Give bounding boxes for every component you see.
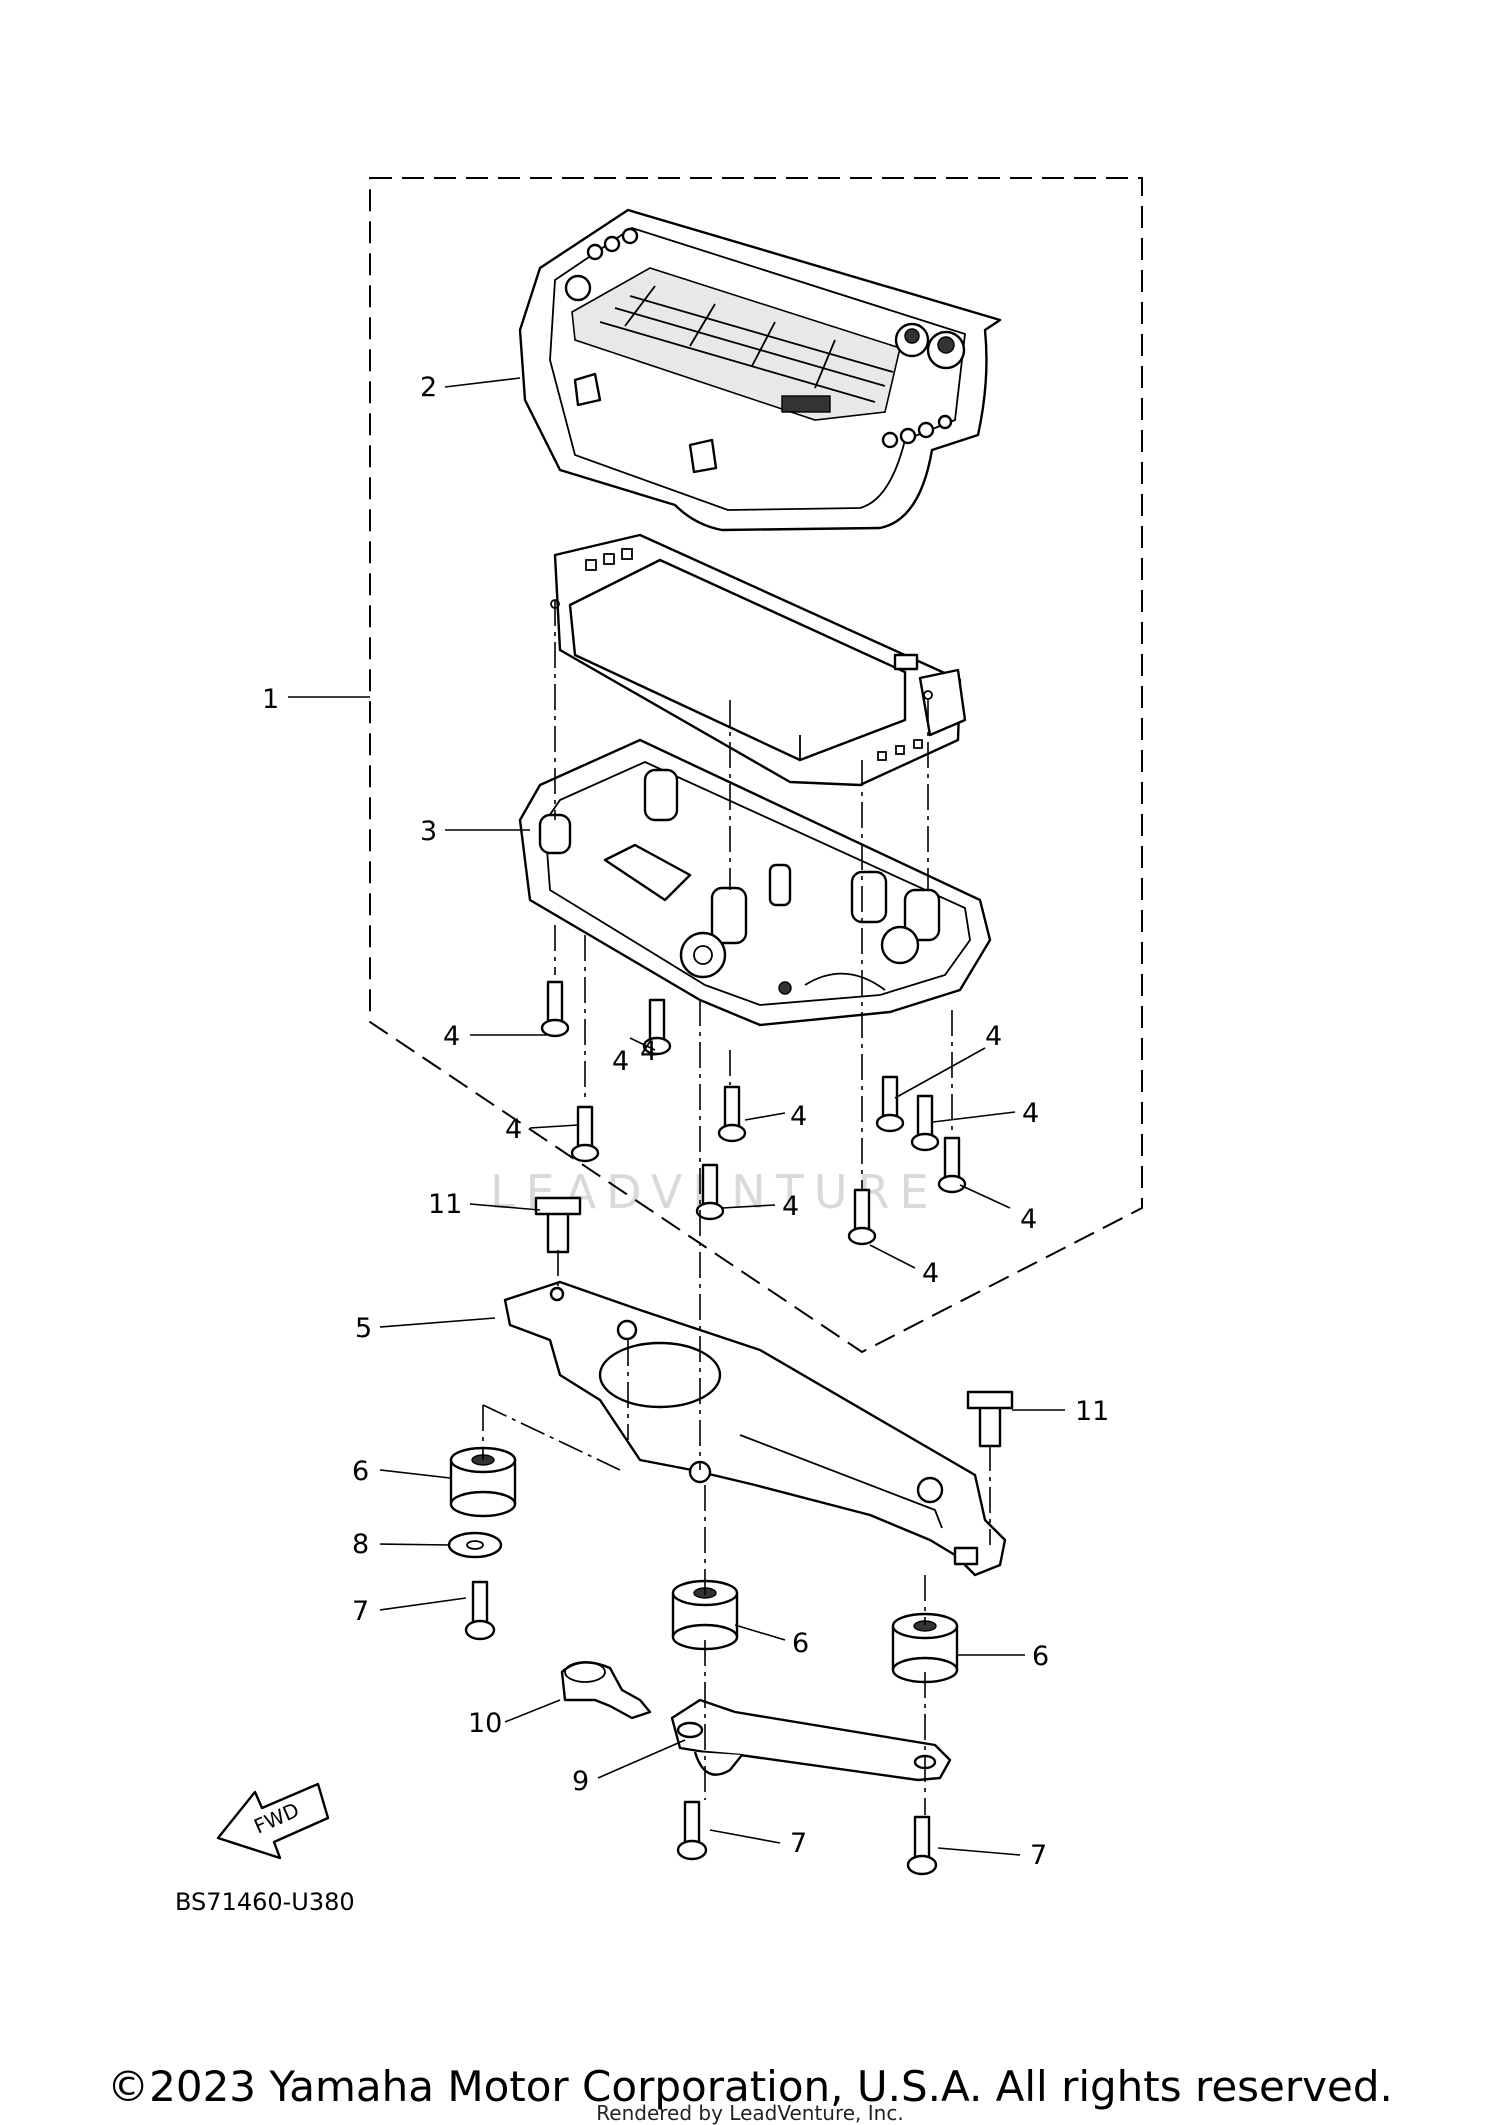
callout-8[interactable]: 8: [352, 1529, 369, 1560]
callout-4[interactable]: 4: [505, 1114, 522, 1145]
alignment-lines: [482, 600, 991, 1815]
callout-4[interactable]: 4: [640, 1036, 657, 1067]
rendered-by-note: Rendered by LeadVenture, Inc.: [596, 2101, 904, 2125]
copyright-notice: ©2023 Yamaha Motor Corporation, U.S.A. A…: [107, 2062, 1393, 2111]
callout-2[interactable]: 2: [420, 372, 437, 403]
callout-5[interactable]: 5: [355, 1313, 372, 1344]
assembly-boundary: [369, 177, 1143, 1354]
callout-4[interactable]: 4: [443, 1021, 460, 1052]
callout-1[interactable]: 1: [262, 684, 279, 715]
callout-4[interactable]: 4: [782, 1191, 799, 1222]
callout-4[interactable]: 4: [790, 1101, 807, 1132]
callout-6[interactable]: 6: [352, 1456, 369, 1487]
callout-9[interactable]: 9: [572, 1766, 589, 1797]
callout-4[interactable]: 4: [985, 1021, 1002, 1052]
part-5-bracket[interactable]: [503, 1280, 1007, 1577]
callout-4[interactable]: 4: [922, 1258, 939, 1289]
callout-4[interactable]: 4: [1020, 1204, 1037, 1235]
callout-11[interactable]: 11: [1075, 1396, 1109, 1427]
callout-10[interactable]: 10: [468, 1708, 502, 1739]
diagram-code: BS71460-U380: [175, 1888, 355, 1916]
part-4-screws[interactable]: [540, 980, 967, 1246]
meter-circuit-board[interactable]: [550, 533, 967, 787]
callout-4[interactable]: 4: [612, 1046, 629, 1077]
part-11-bolts[interactable]: [534, 1196, 1014, 1448]
callout-4[interactable]: 4: [1022, 1098, 1039, 1129]
callout-3[interactable]: 3: [420, 816, 437, 847]
part-3-meter-case[interactable]: [518, 738, 992, 1027]
callout-11[interactable]: 11: [428, 1189, 462, 1220]
leader-lines: [288, 377, 1065, 1856]
callout-labels: 1 2 3 4 4 4 4 4 4 4 4 4 4 5 6 6 6 7 7 7 …: [262, 372, 1109, 1871]
part-6-dampers[interactable]: [449, 1446, 959, 1684]
part-10-clamp[interactable]: [560, 1661, 652, 1720]
part-9-stay[interactable]: [670, 1698, 952, 1782]
callout-7[interactable]: 7: [352, 1596, 369, 1627]
fwd-arrow-icon: FWD: [216, 1782, 330, 1860]
callout-7[interactable]: 7: [1030, 1840, 1047, 1871]
part-7-screws[interactable]: [464, 1580, 938, 1876]
callout-6[interactable]: 6: [1032, 1641, 1049, 1672]
callout-6[interactable]: 6: [792, 1628, 809, 1659]
part-8-washer[interactable]: [447, 1531, 503, 1559]
callout-7[interactable]: 7: [790, 1828, 807, 1859]
part-2-meter-cover[interactable]: [518, 208, 1002, 532]
